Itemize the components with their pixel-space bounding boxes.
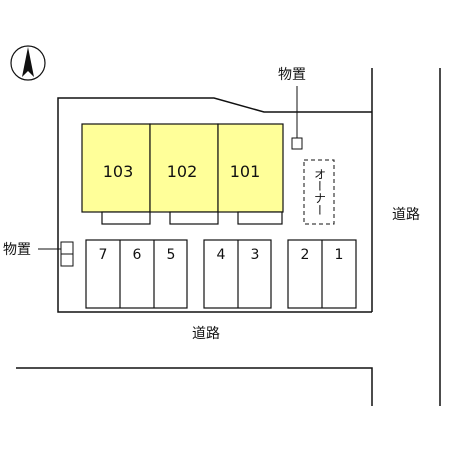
unit-label: 102 [167,162,198,181]
property-boundary [57,97,372,313]
unit-103-porch [101,211,151,225]
unit-101: 101 [217,123,284,225]
unit-101-porch [237,211,283,225]
north-arrow-icon [10,45,46,81]
parking-space-label: 6 [133,247,142,263]
building: 103 102 101 [81,123,284,225]
parking-space-label: 3 [251,247,260,263]
storage-left: 物置 [3,241,74,267]
unit-103: 103 [81,123,151,225]
owner-parking: オーナー [303,159,335,225]
storage-label: 物置 [278,67,306,83]
parking-space-label: 1 [335,247,344,263]
parking-area [85,239,357,309]
parking-space-label: 2 [301,247,310,263]
parking-space-label: 4 [217,247,226,263]
road-lines [16,68,441,406]
unit-label: 103 [103,162,134,181]
storage-label: 物置 [3,242,31,258]
storage-top: 物置 [278,67,306,150]
parking-space-label: 5 [167,247,176,263]
road-label-east: 道路 [392,207,420,223]
parking-group-west [85,239,188,309]
unit-102-porch [169,211,219,225]
parking-labels: 7 6 5 4 3 2 1 [99,247,344,263]
parking-space-label: 7 [99,247,108,263]
unit-label: 101 [230,162,261,181]
unit-102: 102 [149,123,219,225]
road-label-south: 道路 [192,326,220,342]
owner-parking-label: オーナー [313,168,327,216]
south-road-far-edge [16,367,373,406]
